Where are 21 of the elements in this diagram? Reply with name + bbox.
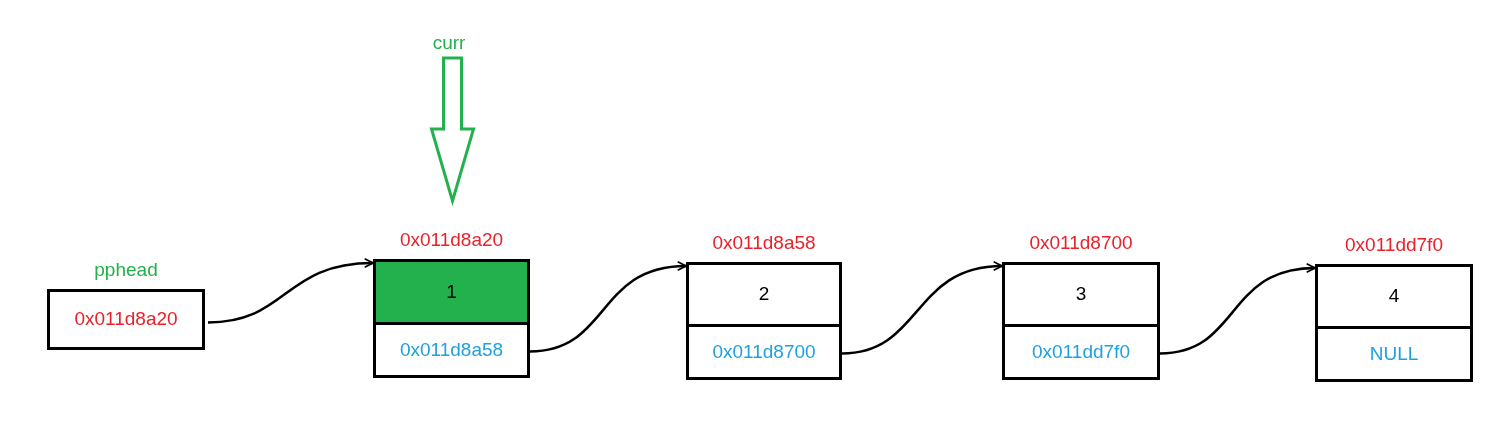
- arrow: [529, 261, 687, 353]
- address-label: 0x011d8a20: [399, 228, 504, 252]
- block-arrow: [429, 56, 476, 207]
- address-value: NULL: [1369, 341, 1419, 366]
- address-label: 0x011dd7f0: [1345, 233, 1443, 257]
- address-label: pphead: [94, 258, 158, 282]
- address-label: 0x011d8700: [1029, 231, 1133, 255]
- address-label: 0x011d8a58: [712, 231, 816, 255]
- address-value: 0x011d8700: [712, 339, 816, 364]
- data-value: 3: [1075, 282, 1087, 307]
- data-value: 1: [446, 279, 457, 304]
- address-value: 0x011d8a20: [74, 307, 178, 332]
- arrow: [841, 261, 1003, 355]
- arrow: [1159, 263, 1316, 355]
- address-value: 0x011dd7f0: [1032, 339, 1130, 364]
- pointer-name: curr: [432, 30, 466, 55]
- address-value: 0x011d8a58: [399, 337, 504, 362]
- data-value: 2: [758, 282, 770, 307]
- data-value: 4: [1388, 284, 1400, 309]
- arrow: [207, 258, 374, 324]
- data-cell: [376, 262, 527, 322]
